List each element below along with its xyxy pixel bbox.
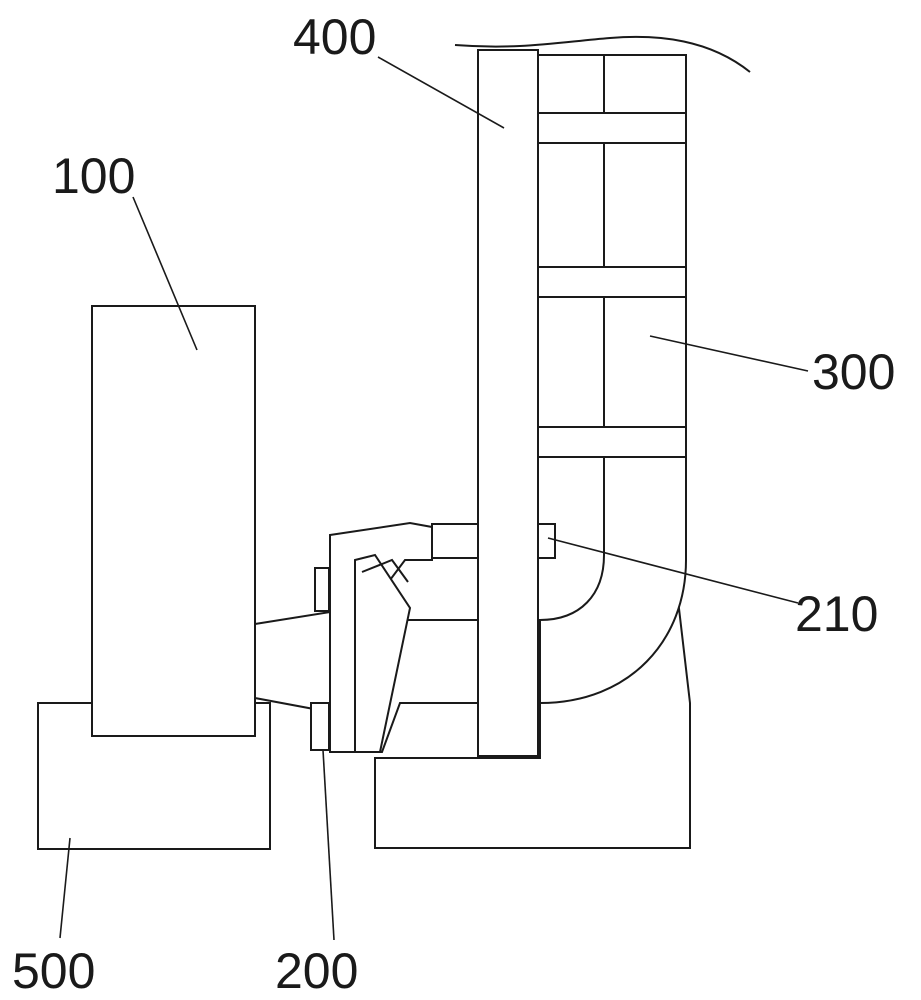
rung-2 <box>537 266 687 298</box>
break-line <box>454 35 751 73</box>
label-300: 300 <box>812 344 895 400</box>
rail-400 <box>477 49 539 757</box>
leader-210 <box>547 537 799 604</box>
label-100: 100 <box>52 148 135 204</box>
elbow-pipe-300 <box>538 54 687 705</box>
leader-500 <box>59 837 71 939</box>
leader-200 <box>322 749 335 941</box>
rung-1 <box>537 112 687 144</box>
rung-3 <box>537 426 687 458</box>
tapered-disc <box>354 553 412 753</box>
leader-100 <box>132 196 198 351</box>
label-500: 500 <box>12 943 95 999</box>
plate-lower <box>310 702 330 751</box>
leader-400 <box>377 56 505 129</box>
block-210 <box>537 523 556 559</box>
motor-100 <box>91 305 256 737</box>
disc-contour <box>361 558 409 583</box>
leader-300 <box>649 335 809 372</box>
label-200: 200 <box>275 943 358 999</box>
plate-upper <box>314 567 330 612</box>
shaft-connector <box>254 610 331 714</box>
connecting-tube <box>431 523 479 559</box>
label-400: 400 <box>293 9 376 65</box>
label-210: 210 <box>795 586 878 642</box>
